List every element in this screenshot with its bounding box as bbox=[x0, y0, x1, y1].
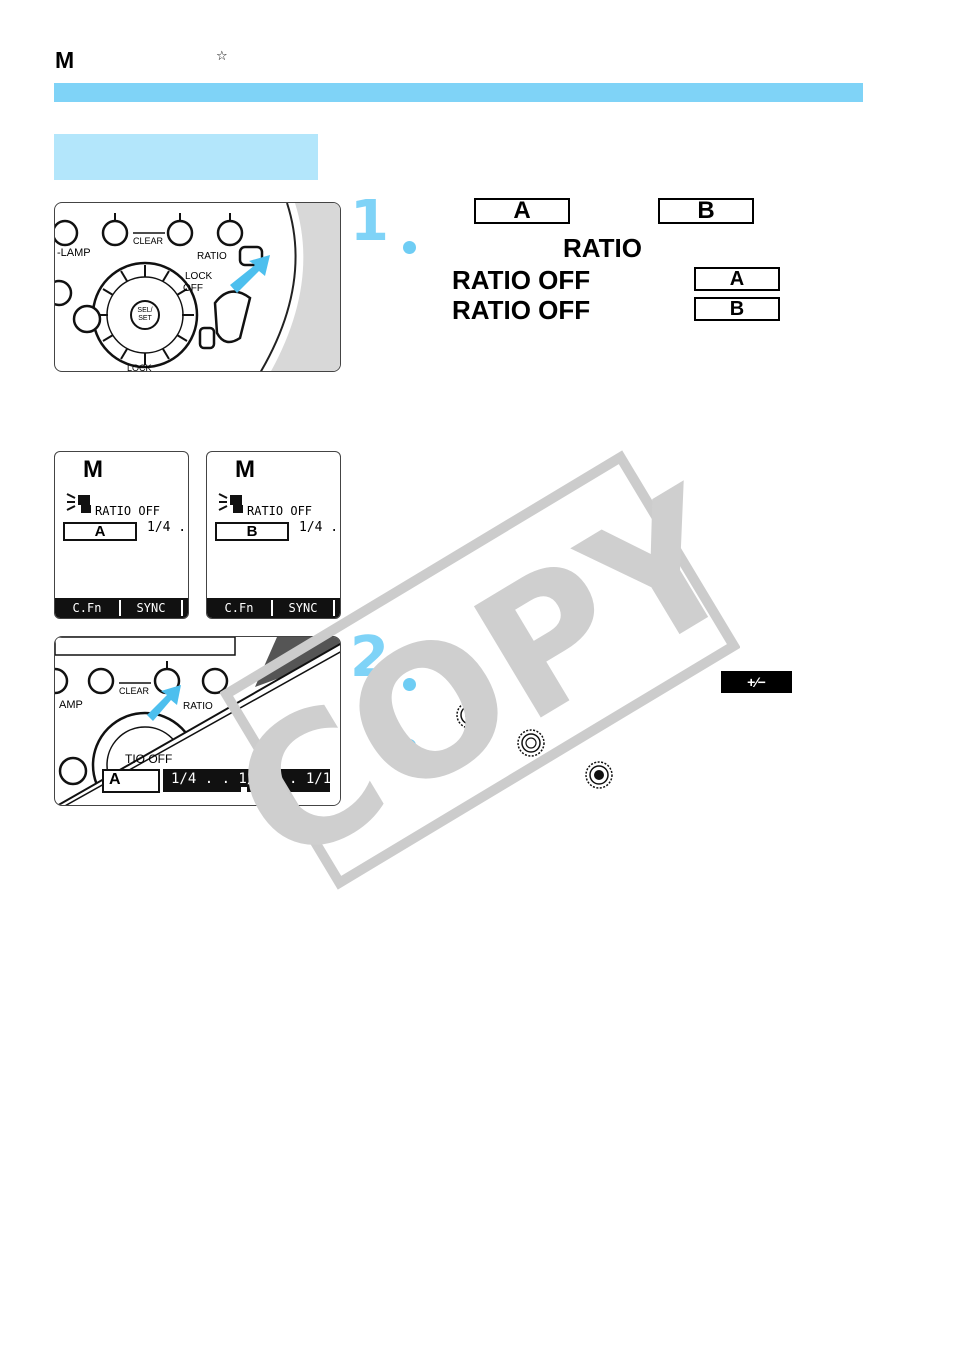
lcd-fn-sync: SYNC bbox=[273, 600, 335, 616]
lamp-label: AMP bbox=[59, 699, 83, 711]
ratio-off-label: TIO OFF bbox=[125, 752, 173, 766]
lcd-mode: M bbox=[235, 456, 255, 483]
bullet-2 bbox=[403, 678, 416, 691]
flash-compensation-icon: +⁄− bbox=[721, 671, 792, 693]
group-a-label: A bbox=[109, 771, 121, 788]
lcd-power: 1/4 . bbox=[299, 520, 339, 535]
advanced-star-mark: ☆ bbox=[216, 48, 228, 63]
step-number-2: 2 bbox=[350, 625, 389, 690]
bullet-1 bbox=[403, 241, 416, 254]
watermark-text: COPY bbox=[220, 450, 740, 890]
lcd-group-box: B bbox=[215, 522, 289, 541]
group-b-box: B bbox=[658, 197, 754, 224]
step-number-1: 1 bbox=[350, 189, 389, 254]
ratio-label: RATIO bbox=[197, 251, 227, 262]
group-b-small-box: B bbox=[694, 297, 780, 321]
flash-panel-illustration bbox=[55, 203, 340, 371]
set-button-dial-icon bbox=[456, 701, 484, 729]
lcd-function-bar: C.Fn SYNC bbox=[207, 598, 340, 618]
clear-label: CLEAR bbox=[119, 686, 150, 696]
lcd-ratio-off: RATIO OFF bbox=[95, 504, 161, 518]
heading-rule bbox=[54, 83, 863, 102]
mode-heading: M bbox=[55, 47, 75, 73]
copy-watermark: COPY bbox=[220, 450, 740, 890]
lcd-ratio-off: RATIO OFF bbox=[247, 504, 313, 518]
lcd-power: 1/4 . bbox=[147, 520, 187, 535]
lock-label: LOCK bbox=[185, 271, 213, 282]
figure-ratio-button: -LAMP CLEAR RATIO LOCK OFF SEL/ SET LOCK bbox=[54, 202, 341, 372]
slave-flash-icon bbox=[66, 493, 91, 513]
group-a-box: A bbox=[474, 197, 570, 224]
clear-label: CLEAR bbox=[133, 236, 164, 246]
lcd-fn-cfn: C.Fn bbox=[207, 600, 273, 616]
lcd-function-bar: C.Fn SYNC bbox=[55, 598, 188, 618]
off-label: OFF bbox=[183, 283, 203, 294]
lcd-panel-b: M RATIO OFF B 1/4 . C.Fn SYNC bbox=[206, 451, 341, 619]
lamp-label: -LAMP bbox=[57, 247, 91, 259]
ratio-button-name: RATIO bbox=[563, 233, 642, 263]
ratio-off-text-a: RATIO OFF bbox=[452, 265, 591, 295]
lcd-group-box: A bbox=[63, 522, 137, 541]
section-title-box bbox=[54, 134, 318, 180]
sel-set-label: SEL/ SET bbox=[137, 307, 153, 322]
power-scale: 1/4 . . 1/2 . . 1/1 bbox=[171, 771, 332, 787]
bullet-3 bbox=[403, 739, 416, 752]
slave-flash-icon bbox=[218, 493, 243, 513]
lcd-fn-cfn: C.Fn bbox=[55, 600, 121, 616]
lcd-mode: M bbox=[83, 456, 103, 483]
set-button-dial-icon-2 bbox=[585, 761, 613, 789]
ratio-label: RATIO bbox=[183, 701, 213, 712]
ratio-off-text-b: RATIO OFF bbox=[452, 295, 591, 325]
group-a-small-box: A bbox=[694, 267, 780, 291]
lcd-fn-sync: SYNC bbox=[121, 600, 183, 616]
lock-bottom-label: LOCK bbox=[127, 363, 152, 372]
lcd-panel-a: M RATIO OFF A 1/4 . C.Fn SYNC bbox=[54, 451, 189, 619]
select-dial-icon bbox=[517, 729, 545, 757]
